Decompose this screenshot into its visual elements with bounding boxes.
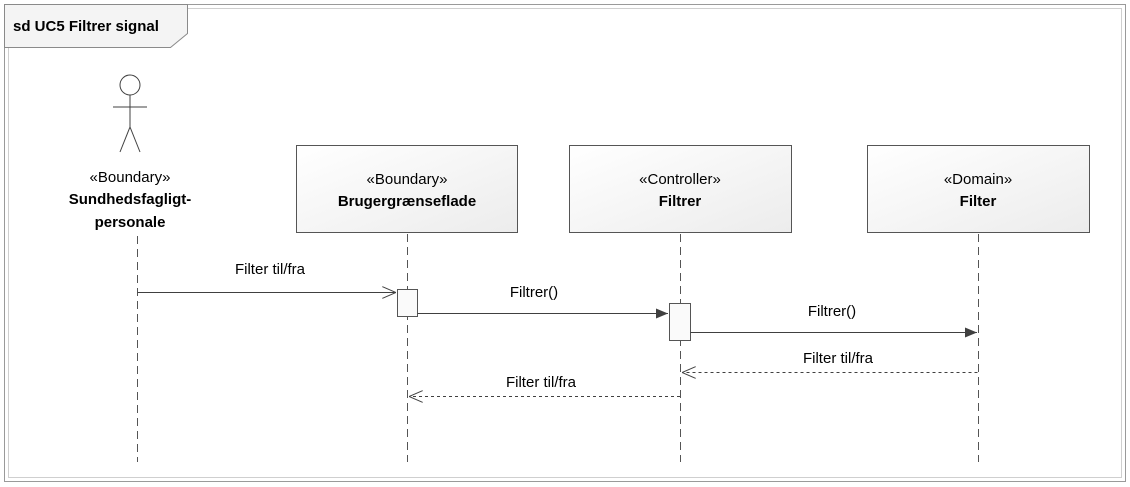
lifeline-box-filtrer	[569, 145, 792, 233]
actor-figure-icon	[113, 74, 147, 153]
diagram-frame	[4, 4, 1126, 482]
message-label-5: Filter til/fra	[506, 374, 577, 391]
lifeline-name-brugergraenseflade: Brugergrænseflade	[338, 193, 476, 210]
activation-bar-filtrer	[669, 303, 691, 341]
lifeline-stereotype-filter: «Domain»	[944, 171, 1012, 188]
lifeline-name-filtrer: Filtrer	[659, 193, 702, 210]
activation-bar-brugergraenseflade	[397, 289, 418, 317]
lifeline-stereotype-brugergraenseflade: «Boundary»	[367, 171, 448, 188]
message-label-4: Filter til/fra	[803, 350, 874, 367]
message-label-3: Filtrer()	[808, 303, 856, 320]
message-label-2: Filtrer()	[510, 284, 558, 301]
message-label-1: Filter til/fra	[235, 261, 306, 278]
frame-title-tab	[4, 4, 188, 48]
diagram-frame-inner	[8, 8, 1122, 478]
actor-name-line-1: Sundhedsfagligt-	[69, 191, 192, 208]
actor-name-line-2: personale	[95, 214, 166, 231]
lifeline-stereotype-filtrer: «Controller»	[639, 171, 721, 188]
frame-title: sd UC5 Filtrer signal	[13, 18, 159, 35]
lifeline-box-brugergraenseflade	[296, 145, 518, 233]
actor-stereotype: «Boundary»	[90, 169, 171, 186]
lifeline-box-filter	[867, 145, 1090, 233]
lifeline-name-filter: Filter	[960, 193, 997, 210]
